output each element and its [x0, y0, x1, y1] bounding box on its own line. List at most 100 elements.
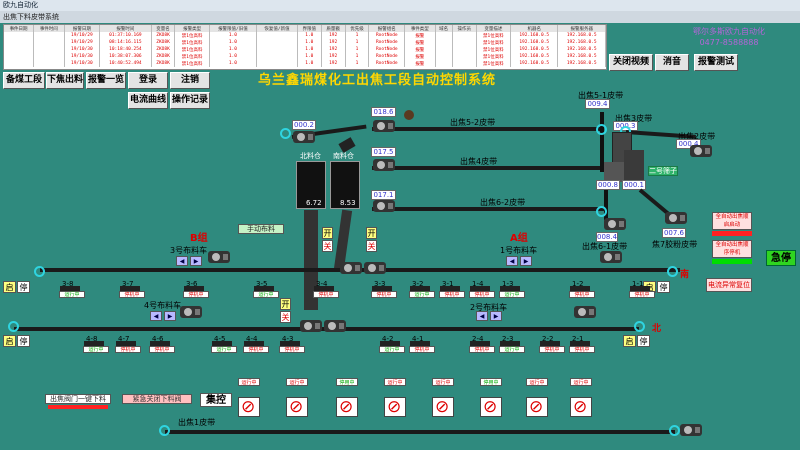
unit-status-button[interactable]: 停机中 [119, 291, 145, 298]
alarm-header[interactable]: 优先级 [345, 25, 370, 32]
car-3-left-button[interactable]: ◀ [176, 256, 188, 266]
belt-top-motor-icon[interactable] [293, 131, 315, 143]
discharge-valve-icon[interactable] [286, 397, 308, 417]
unit-status-button[interactable]: 停机中 [629, 291, 655, 298]
row-2-start-button[interactable]: 启 [3, 335, 16, 347]
login-button[interactable]: 登录 [128, 72, 168, 89]
unit-status-button[interactable]: 停机中 [569, 346, 595, 353]
belt-6-1-motor-icon[interactable] [604, 218, 626, 230]
alarm-header[interactable]: 报警组名 [368, 25, 406, 32]
south-open-button[interactable]: 开 [366, 227, 377, 239]
unit-status-button[interactable]: 运行中 [409, 291, 435, 298]
collect-control-button[interactable]: 集控 [200, 393, 232, 407]
north-open-button[interactable]: 开 [322, 227, 333, 239]
alarm-header[interactable]: 报警类型 [174, 25, 210, 32]
mute-button[interactable]: 消音 [655, 54, 689, 71]
unit-status-button[interactable]: 停机中 [569, 291, 595, 298]
alarm-list-button[interactable]: 报警一览 [86, 72, 126, 89]
row-1-stop-button[interactable]: 停 [17, 281, 30, 293]
belt-5-2-motor-icon[interactable] [373, 120, 395, 132]
alarm-header[interactable]: 报警时间 [99, 25, 152, 32]
belt-2-motor-icon[interactable] [690, 145, 712, 157]
unit-status-button[interactable]: 运行中 [499, 346, 525, 353]
car-3-motor-icon[interactable] [208, 251, 230, 263]
alarm-header[interactable]: 事件时间 [33, 25, 65, 32]
belt-row-2-motor2-icon[interactable] [324, 320, 346, 332]
lower-open-button[interactable]: 开 [280, 298, 291, 310]
car-1-left-button[interactable]: ◀ [506, 256, 518, 266]
unit-status-button[interactable]: 运行中 [83, 346, 109, 353]
current-curve-button[interactable]: 电流曲线 [128, 92, 168, 109]
alarm-header[interactable]: 事件类型 [404, 25, 436, 32]
unit-status-button[interactable]: 停机中 [409, 346, 435, 353]
car-2-motor-icon[interactable] [574, 306, 596, 318]
alarm-header[interactable]: 事件日期 [4, 25, 35, 32]
alarm-header[interactable]: 变量描述 [476, 25, 512, 32]
one-key-discharge-button[interactable]: 出焦阀门一键下料 [45, 394, 111, 404]
unit-status-button[interactable]: 运行中 [211, 346, 237, 353]
unit-status-button[interactable]: 运行中 [499, 291, 525, 298]
unit-status-button[interactable]: 停机中 [371, 291, 397, 298]
alarm-header[interactable]: 报警服务器 [557, 25, 606, 32]
close-video-button[interactable]: 关闭视频 [609, 54, 653, 71]
alarm-header[interactable]: 报警限值/旧值 [209, 25, 258, 32]
car-2-left-button[interactable]: ◀ [476, 311, 488, 321]
belt-7-motor-icon[interactable] [665, 212, 687, 224]
unit-status-button[interactable]: 停机中 [539, 346, 565, 353]
discharge-valve-icon[interactable] [384, 397, 406, 417]
row-2-right-stop-button[interactable]: 停 [637, 335, 650, 347]
unit-status-button[interactable]: 停机中 [115, 346, 141, 353]
logout-button[interactable]: 注销 [170, 72, 210, 89]
auto-start-button[interactable]: 全自动出焦顺启启动 [712, 212, 752, 230]
unit-status-button[interactable]: 运行中 [253, 291, 279, 298]
discharge-valve-icon[interactable] [432, 397, 454, 417]
belt-row-2-motor-icon[interactable] [300, 320, 322, 332]
coal-section-button[interactable]: 备煤工段 [3, 72, 45, 89]
car-3-right-button[interactable]: ▶ [190, 256, 202, 266]
discharge-valve-icon[interactable] [336, 397, 358, 417]
belt-4-motor-icon[interactable] [373, 159, 395, 171]
car-1-motor-icon[interactable] [600, 251, 622, 263]
unit-status-button[interactable]: 停机中 [149, 346, 175, 353]
alarm-header[interactable]: 机器名 [510, 25, 559, 32]
car-4-left-button[interactable]: ◀ [150, 311, 162, 321]
unit-status-button[interactable]: 停机中 [279, 346, 305, 353]
menu-bar[interactable]: 出焦下料皮带系统 [0, 11, 800, 23]
north-close-button[interactable]: 关 [322, 240, 333, 252]
belt-row-1-motor2-icon[interactable] [364, 262, 386, 274]
discharge-valve-icon[interactable] [570, 397, 592, 417]
unit-status-button[interactable]: 停机中 [313, 291, 339, 298]
row-1-right-stop-button[interactable]: 停 [657, 281, 670, 293]
alarm-header[interactable]: 操作员 [452, 25, 477, 32]
unit-status-button[interactable]: 停机中 [183, 291, 209, 298]
lower-close-button[interactable]: 关 [280, 311, 291, 323]
alarm-header[interactable]: 报警日期 [64, 25, 101, 32]
south-close-button[interactable]: 关 [366, 240, 377, 252]
auto-stop-button[interactable]: 全自动出焦顺序停机 [712, 240, 752, 258]
unit-status-button[interactable]: 停机中 [469, 291, 495, 298]
unit-status-button[interactable]: 停机中 [439, 291, 465, 298]
car-4-right-button[interactable]: ▶ [164, 311, 176, 321]
discharge-valve-icon[interactable] [526, 397, 548, 417]
alarm-header[interactable]: 域名 [435, 25, 453, 32]
emergency-stop-button[interactable]: 急停 [766, 250, 796, 266]
belt-row-1-motor-icon[interactable] [340, 262, 362, 274]
discharge-valve-icon[interactable] [238, 397, 260, 417]
alarm-header[interactable]: 质量戳 [321, 25, 346, 32]
unit-status-button[interactable]: 运行中 [59, 291, 85, 298]
belt-1-motor-icon[interactable] [680, 424, 702, 436]
emergency-close-valve-button[interactable]: 紧急关闭下料阀 [122, 394, 192, 404]
alarm-header[interactable]: 变量名 [151, 25, 176, 32]
alarm-header[interactable]: 界限值 [297, 25, 322, 32]
unit-status-button[interactable]: 停机中 [469, 346, 495, 353]
car-4-motor-icon[interactable] [180, 306, 202, 318]
car-1-right-button[interactable]: ▶ [520, 256, 532, 266]
operation-log-button[interactable]: 操作记录 [170, 92, 210, 109]
manual-distribution-button[interactable]: 手动布料 [238, 224, 284, 234]
belt-6-2-motor-icon[interactable] [373, 200, 395, 212]
unit-status-button[interactable]: 运行中 [379, 346, 405, 353]
